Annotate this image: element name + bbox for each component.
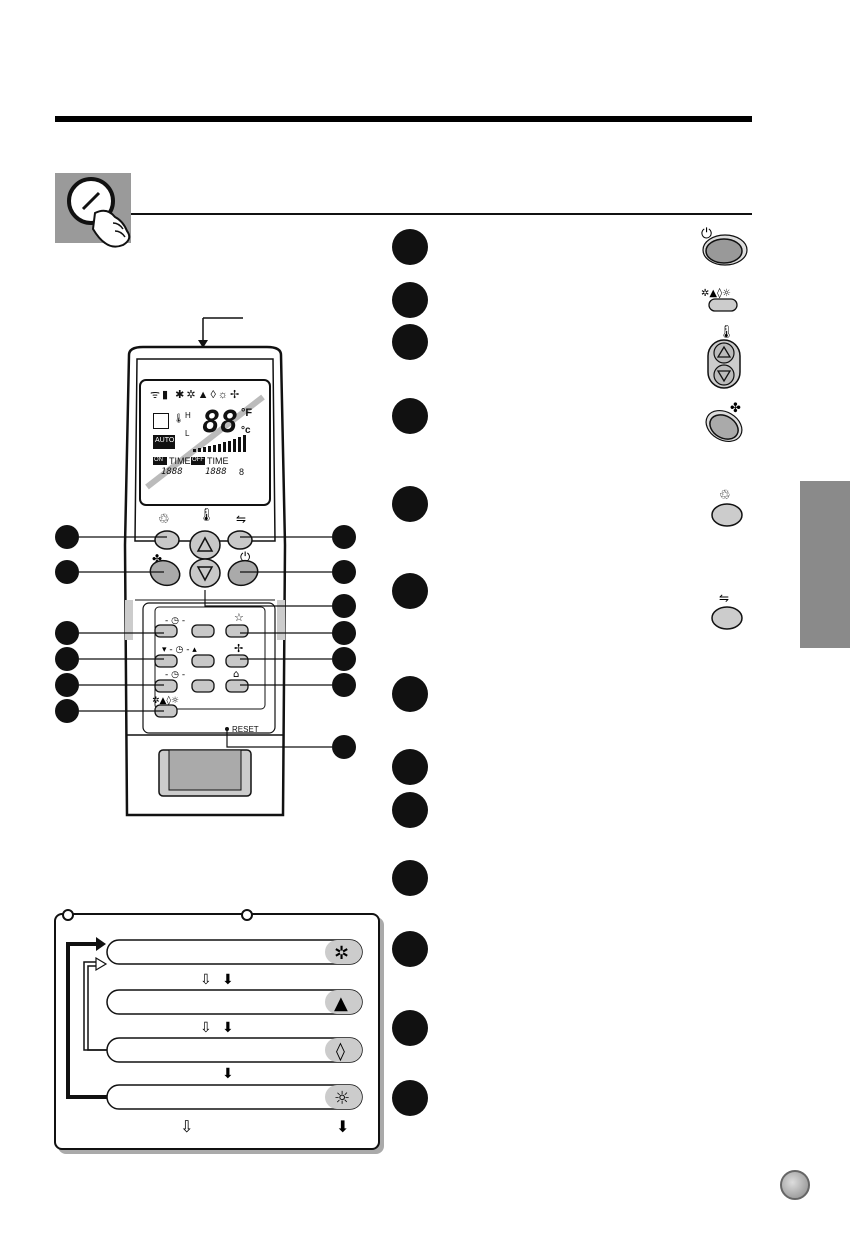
lcd-on-tag-text: ON (154, 457, 163, 463)
lcd-time-2: 1888 (205, 467, 227, 477)
svg-text:- ◷ -: - ◷ - (165, 616, 185, 626)
step-dot-10 (392, 860, 428, 896)
step-dot-9 (392, 792, 428, 828)
callout-dot-left-1 (55, 525, 79, 549)
lcd-time-1: 1888 (161, 467, 183, 477)
step-dot-6 (392, 573, 428, 609)
fan-button-illustration: ✤ (705, 401, 743, 443)
step-dot-13 (392, 1080, 428, 1116)
section-icon-block (55, 173, 131, 248)
lcd-fan-bars (193, 435, 246, 452)
lcd-on-tag (153, 457, 167, 465)
lcd-off-tag-text: OFF (192, 457, 204, 463)
lcd-off-time-label: TIME (207, 456, 229, 466)
mode-cycle-diagram: ✲ ▲ ◊ ☼ ⇩ ⬇ ⇩ ⬇ ⬇ ⇩ ⬇ (66, 937, 363, 1135)
svg-text:⇩: ⇩ (180, 1117, 193, 1135)
lcd-auto-label: AUTO (155, 437, 175, 444)
svg-text:✤: ✤ (152, 552, 162, 566)
remote-pointer (198, 317, 243, 348)
temperature-button-illustration: 🌡 (707, 324, 741, 389)
callout-dot-right-2 (332, 560, 356, 584)
page-number-circle (780, 1170, 810, 1200)
mode-button-illustration: ✲▲◊☼ (701, 287, 738, 312)
header-rule (131, 213, 752, 215)
step-dot-11 (392, 931, 428, 967)
lcd-h-label: H (185, 411, 191, 420)
svg-text:- ◷ -: - ◷ - (165, 670, 185, 680)
svg-text:♲: ♲ (158, 512, 170, 527)
lcd-display: ᯤ▮ ✱✲▲◊☼✢ 🌡 H L 88 °F °c AUTO ON TIME OF… (147, 387, 257, 477)
hand-press-button-icon (67, 177, 131, 248)
top-rule (55, 116, 752, 122)
lcd-on-time-label: TIME (169, 456, 191, 466)
step-dot-4 (392, 398, 428, 434)
step-dot-5 (392, 486, 428, 522)
callout-dot-right-4 (332, 621, 356, 645)
lcd-l-label: L (185, 429, 190, 438)
power-button-illustration: ⏻ (701, 226, 748, 266)
power-icon: ⏻ (701, 226, 712, 242)
svg-text:⇩: ⇩ (200, 972, 212, 988)
callout-dot-right-7 (332, 735, 356, 759)
callout-dot-right-5 (332, 647, 356, 671)
box-dot-left (62, 909, 74, 921)
svg-text:⇋: ⇋ (236, 512, 246, 526)
svg-text:⬇: ⬇ (336, 1117, 349, 1135)
lcd-off-tag (191, 457, 205, 465)
cool-icon: ✲ (334, 943, 349, 964)
step-dot-7 (392, 676, 428, 712)
step-dot-12 (392, 1010, 428, 1046)
air-direction-button-illustration: ⇋ (711, 591, 743, 630)
svg-text:🌡: 🌡 (198, 507, 215, 523)
svg-text:⇩: ⇩ (200, 1020, 212, 1036)
lcd-unit-f: °F (241, 407, 253, 419)
remote-lower-buttons: - ◷ - ☆ ▾ - ◷ - ▴ ✢ - ◷ - ⌂ ✲▲◊☼ (152, 611, 249, 731)
callout-dot-left-5 (55, 673, 79, 697)
dry-icon: ◊ (336, 1041, 345, 1062)
svg-text:⏻: ⏻ (240, 550, 250, 565)
air-direction-icon: ⇋ (719, 591, 729, 605)
lcd-corner-digit: 8 (239, 467, 245, 477)
lcd-temperature: 88 (202, 405, 239, 440)
lcd-mode-icons: ᯤ▮ ✱✲▲◊☼✢ (150, 389, 242, 401)
svg-text:✲▲◊☼: ✲▲◊☼ (152, 695, 179, 706)
heat-icon: ☼ (334, 1088, 350, 1109)
mode-icon: ✲▲◊☼ (701, 287, 731, 299)
callout-dot-right-3 (332, 594, 356, 618)
svg-text:⌂: ⌂ (233, 669, 239, 680)
callout-dot-left-2 (55, 560, 79, 584)
swing-button-illustration: ♲ (711, 488, 743, 527)
callout-dot-right-6 (332, 673, 356, 697)
step-dot-3 (392, 324, 428, 360)
step-dot-1 (392, 229, 428, 265)
box-dot-right (241, 909, 253, 921)
svg-text:⬇: ⬇ (222, 972, 234, 988)
home-icon (153, 413, 169, 429)
step-dot-8 (392, 749, 428, 785)
side-tab (800, 481, 850, 648)
callout-dot-left-3 (55, 621, 79, 645)
svg-text:☆: ☆ (234, 611, 244, 624)
callout-dot-right-1 (332, 525, 356, 549)
lcd-auto-badge (153, 435, 175, 449)
callout-dot-left-4 (55, 647, 79, 671)
svg-text:✢: ✢ (234, 642, 243, 655)
callout-dot-left-6 (55, 699, 79, 723)
remote-upper-buttons: ♲ 🌡 ⇋ ✤ ⏻ (149, 507, 259, 588)
auto-icon: ▲ (334, 993, 348, 1014)
right-callout-lines (204, 536, 332, 748)
fan-icon: ✤ (730, 401, 741, 416)
lcd-thermometer-icon: 🌡 (173, 413, 185, 423)
svg-text:▾ - ◷ - ▴: ▾ - ◷ - ▴ (162, 645, 197, 655)
reset-label: RESET (232, 725, 259, 734)
svg-text:⬇: ⬇ (222, 1020, 234, 1036)
step-dot-2 (392, 282, 428, 318)
svg-text:⬇: ⬇ (222, 1066, 234, 1082)
lcd-unit-c: °c (241, 425, 251, 436)
thermometer-icon: 🌡 (718, 324, 735, 340)
left-callout-lines (79, 536, 167, 712)
swing-icon: ♲ (719, 488, 731, 503)
